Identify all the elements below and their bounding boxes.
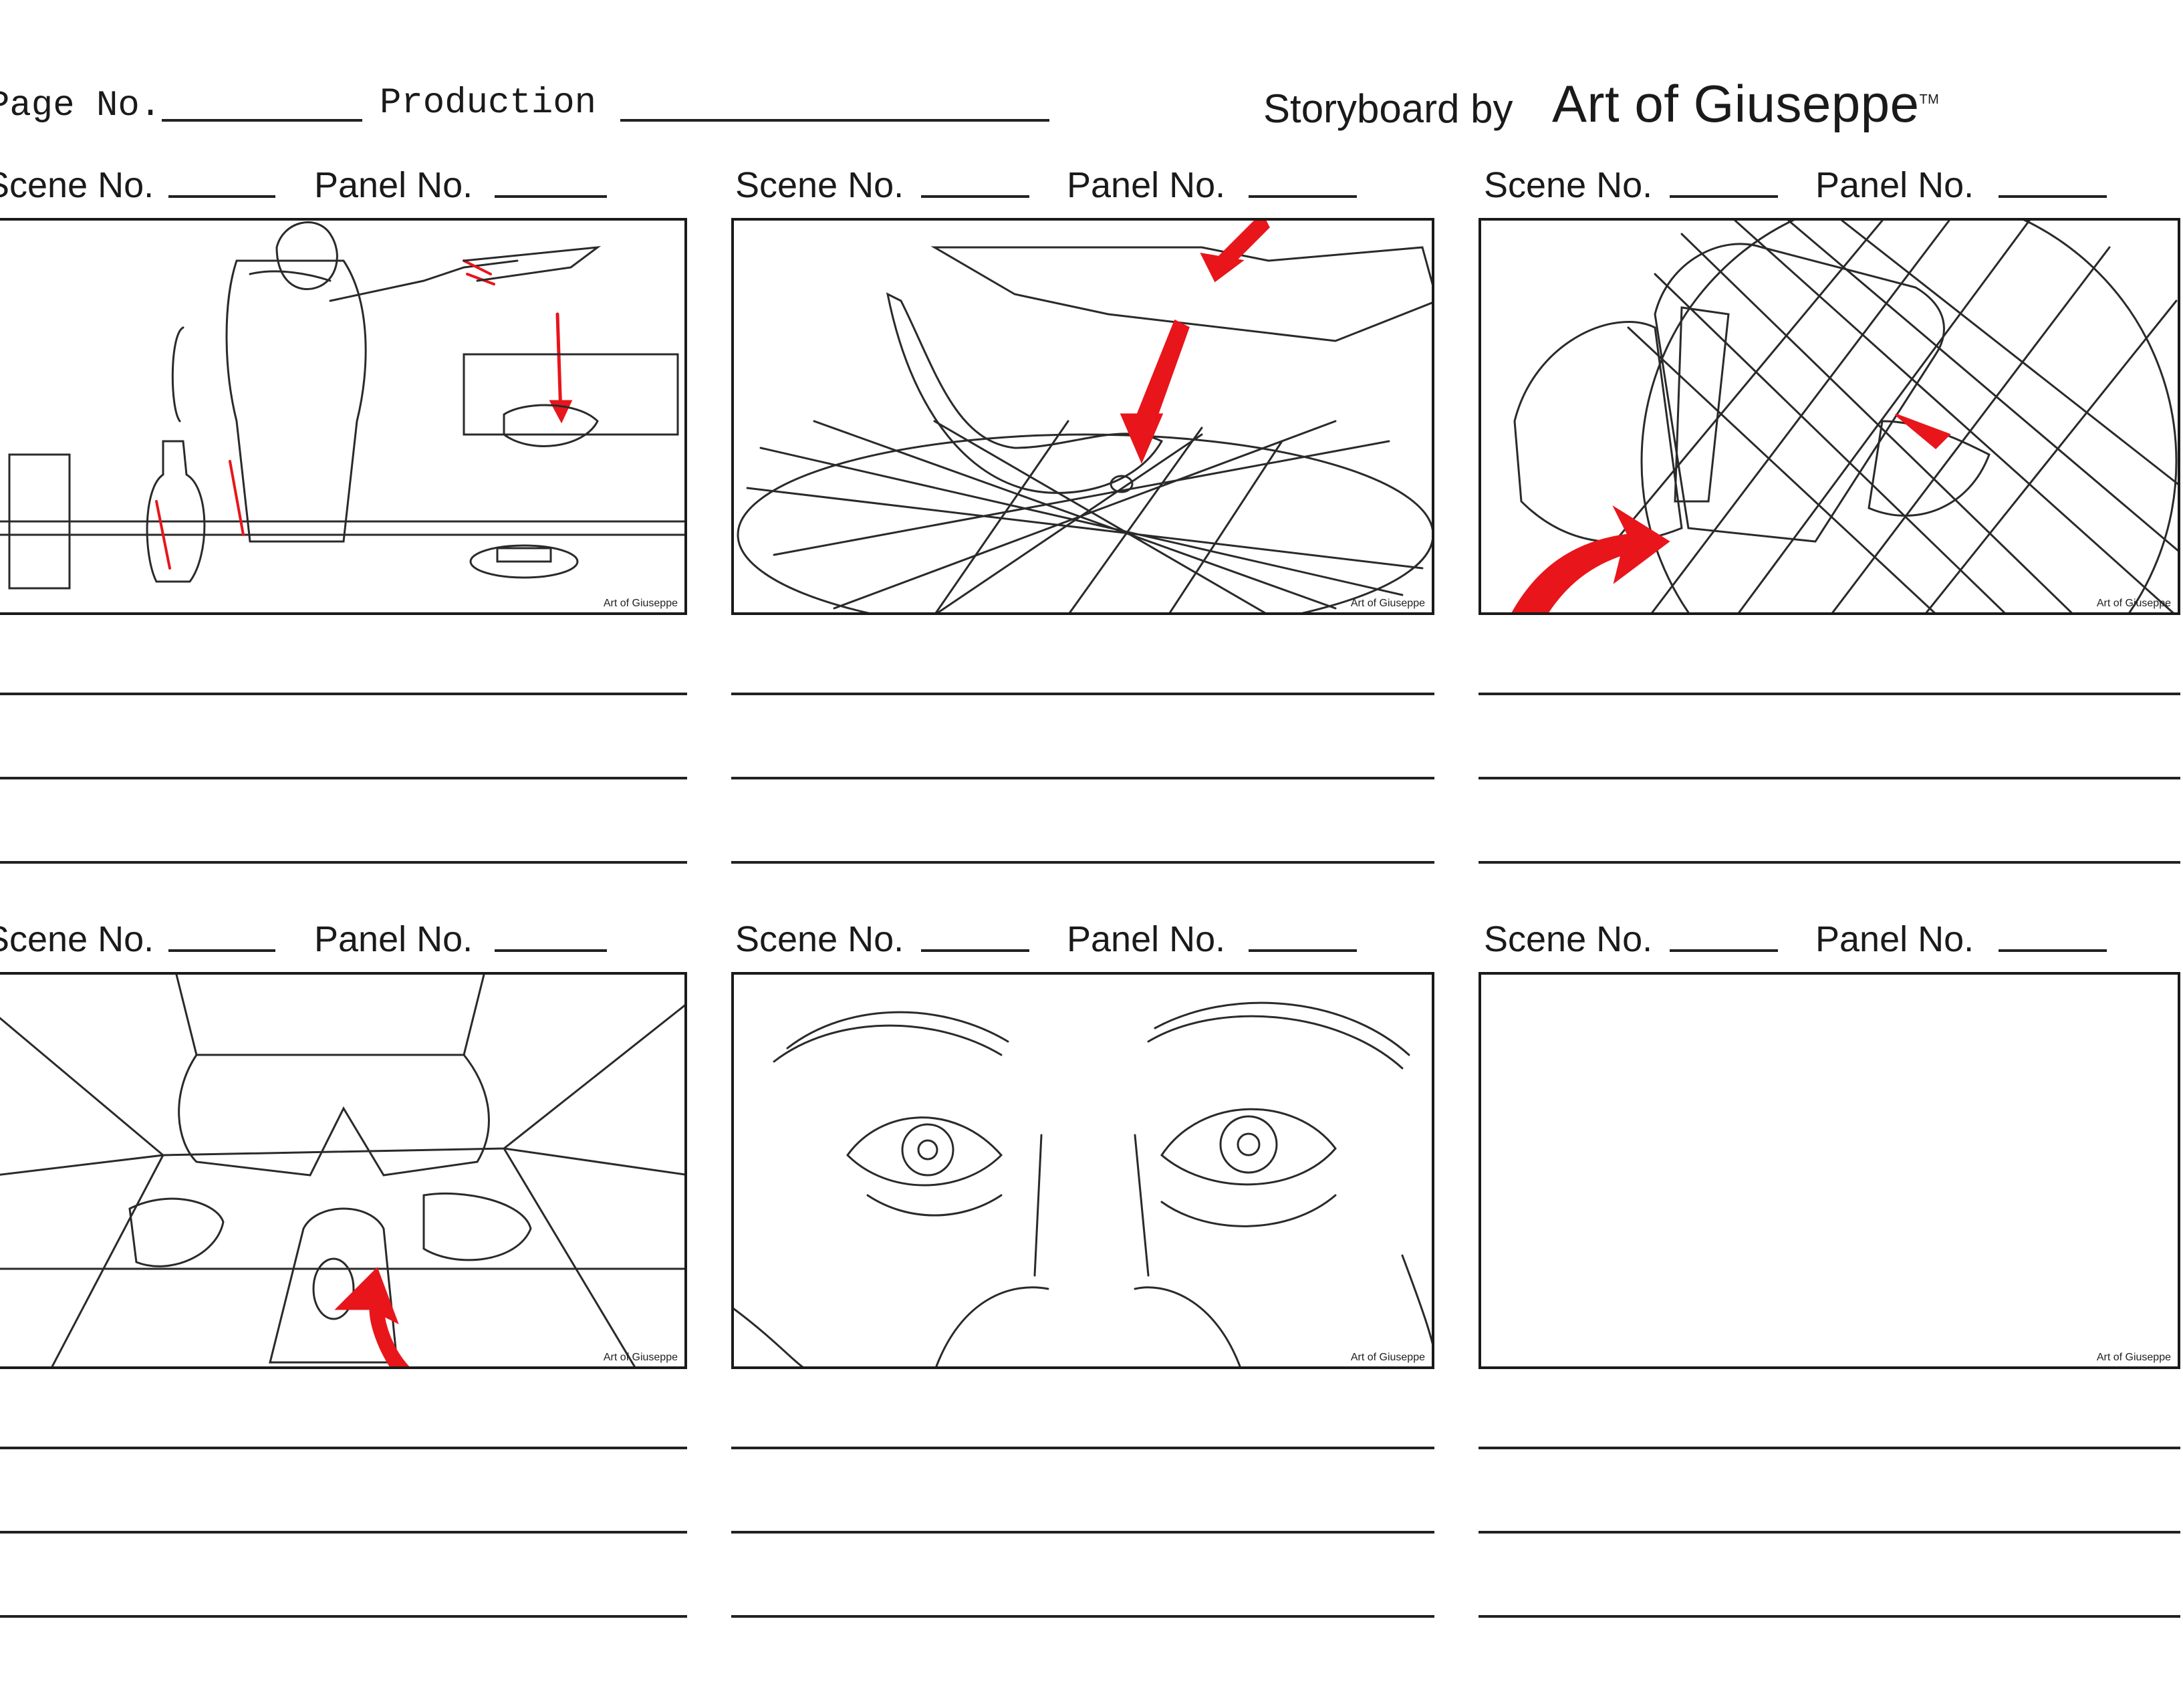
notes-line[interactable] (0, 1447, 687, 1449)
scene-number-line[interactable] (921, 949, 1029, 952)
fish-grill-sketch-icon (737, 221, 1432, 612)
notes-line[interactable] (0, 693, 687, 695)
scene-number-line[interactable] (168, 195, 275, 198)
notes-line[interactable] (0, 777, 687, 779)
notes-line[interactable] (1479, 1447, 2180, 1449)
scene-number-line[interactable] (1670, 949, 1778, 952)
storyboard-panel-3[interactable]: Art of Giuseppe (1479, 218, 2180, 615)
panel-number-label: Panel No. (1815, 165, 1974, 205)
storyboard-panel-5[interactable]: Art of Giuseppe (731, 972, 1434, 1369)
brand-name: Art of Giuseppe (1552, 74, 1920, 133)
scene-number-label: Scene No. (0, 919, 154, 959)
panel-number-label: Panel No. (314, 919, 473, 959)
kitchen-sketch-icon (0, 221, 684, 590)
panel-number-label: Panel No. (1067, 165, 1226, 205)
scene-number-label: Scene No. (1484, 919, 1653, 959)
storyboard-panel-4[interactable]: Art of Giuseppe (0, 972, 687, 1369)
notes-line[interactable] (731, 693, 1434, 695)
trademark: TM (1919, 92, 1940, 107)
notes-line[interactable] (0, 1531, 687, 1534)
panel-number-label: Panel No. (314, 165, 473, 205)
panel-number-line[interactable] (1249, 195, 1357, 198)
notes-line[interactable] (1479, 1615, 2180, 1618)
panel-number-line[interactable] (495, 195, 607, 198)
notes-line[interactable] (731, 861, 1434, 864)
production-line[interactable] (620, 119, 1049, 122)
panel-number-line[interactable] (495, 949, 607, 952)
notes-line[interactable] (1479, 693, 2180, 695)
watermark: Art of Giuseppe (1350, 1352, 1425, 1363)
watermark: Art of Giuseppe (603, 1352, 678, 1363)
watermark: Art of Giuseppe (603, 598, 678, 609)
notes-line[interactable] (0, 861, 687, 864)
feet-phone-sketch-icon (0, 975, 684, 1366)
notes-line[interactable] (0, 1615, 687, 1618)
scene-number-label: Scene No. (0, 165, 154, 205)
page-number-line[interactable] (162, 119, 362, 122)
watermark: Art of Giuseppe (1350, 598, 1425, 609)
notes-line[interactable] (1479, 1531, 2180, 1534)
eyes-closeup-sketch-icon (734, 1001, 1432, 1366)
notes-line[interactable] (1479, 777, 2180, 779)
panel-number-label: Panel No. (1067, 919, 1226, 959)
notes-line[interactable] (731, 1447, 1434, 1449)
scene-number-label: Scene No. (735, 165, 904, 205)
storyboard-panel-6[interactable]: Art of Giuseppe (1479, 972, 2180, 1369)
panel-number-line[interactable] (1999, 949, 2107, 952)
production-label: Production (380, 83, 597, 124)
scene-number-line[interactable] (921, 195, 1029, 198)
page-number-label: Page No. (0, 86, 162, 126)
scene-number-line[interactable] (168, 949, 275, 952)
watermark: Art of Giuseppe (2096, 598, 2171, 609)
notes-line[interactable] (731, 1531, 1434, 1534)
brand-logo: Art of GiuseppeTM (1552, 74, 1939, 134)
notes-line[interactable] (731, 1615, 1434, 1618)
panel-number-label: Panel No. (1815, 919, 1974, 959)
scene-number-label: Scene No. (1484, 165, 1653, 205)
scene-number-line[interactable] (1670, 195, 1778, 198)
storyboard-panel-2[interactable]: Art of Giuseppe (731, 218, 1434, 615)
notes-line[interactable] (1479, 861, 2180, 864)
watermark: Art of Giuseppe (2096, 1352, 2171, 1363)
panel-number-line[interactable] (1249, 949, 1357, 952)
scene-number-label: Scene No. (735, 919, 904, 959)
storyboard-panel-1[interactable]: Art of Giuseppe (0, 218, 687, 615)
panel-number-line[interactable] (1999, 195, 2107, 198)
notes-line[interactable] (731, 777, 1434, 779)
hand-flip-sketch-icon (1511, 221, 2178, 612)
storyboard-by-label: Storyboard by (1263, 86, 1513, 131)
